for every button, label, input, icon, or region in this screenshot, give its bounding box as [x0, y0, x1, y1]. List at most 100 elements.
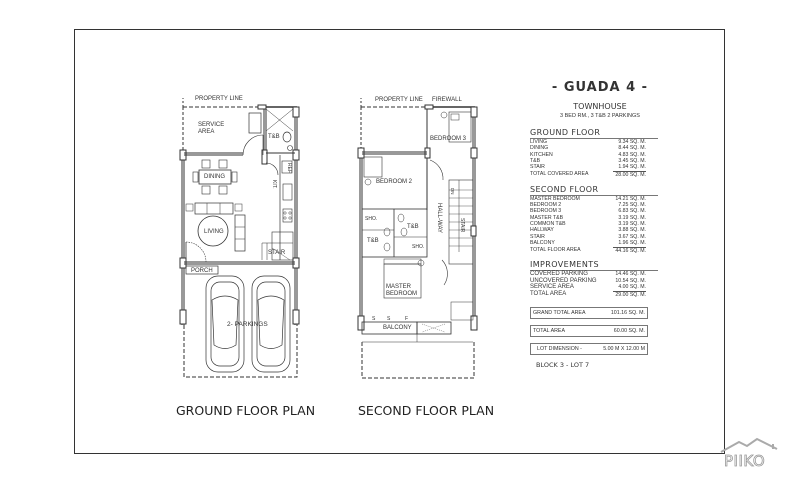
- second-floor-heading: SECOND FLOOR: [530, 185, 658, 196]
- row-name: TOTAL FLOOR AREA: [530, 247, 581, 254]
- row-value: 9.34 SQ. M.: [618, 139, 646, 145]
- row-name: COVERED PARKING: [530, 271, 588, 278]
- row-name: TOTAL AREA: [533, 327, 565, 334]
- row-name: LIVING: [530, 139, 548, 145]
- sf-shower2-label: SHO.: [412, 244, 425, 250]
- second-floor-total-row: TOTAL FLOOR AREA 44.16 SQ. M.: [530, 247, 646, 254]
- row-value: 101.16 SQ. M.: [610, 309, 645, 316]
- schedule-row: COVERED PARKING 14.46 SQ. M.: [530, 271, 646, 277]
- row-value: 1.94 SQ. M.: [618, 164, 646, 171]
- row-value: 14.21 SQ. M.: [615, 195, 646, 202]
- sf-s2-label: S: [387, 316, 391, 322]
- row-value: 5.00 M X 12.00 M: [603, 345, 645, 352]
- sf-s1-label: S: [372, 316, 376, 322]
- row-name: SERVICE AREA: [530, 284, 574, 291]
- model-title: - GUADA 4 -: [551, 80, 649, 95]
- row-value: 28.00 SQ. M.: [613, 171, 646, 179]
- gf-tb-label: T&B: [268, 134, 280, 140]
- model-subtitle: TOWNHOUSE: [573, 102, 627, 111]
- improvements-rows: COVERED PARKING 14.46 SQ. M. UNCOVERED PA…: [530, 271, 676, 298]
- row-name: TOTAL COVERED AREA: [530, 171, 589, 178]
- schedule-row: STAIR 3.67 SQ. M.: [530, 234, 646, 240]
- row-value: 14.46 SQ. M.: [615, 271, 646, 278]
- schedule-row: MASTER T&B 3.19 SQ. M.: [530, 215, 646, 221]
- sf-master-label-2: BEDROOM: [386, 291, 418, 297]
- sf-down-label: DN: [450, 188, 455, 195]
- row-name: STAIR: [530, 164, 545, 171]
- row-name: DINING: [530, 145, 549, 152]
- sf-property-line-label: PROPERTY LINE: [375, 97, 423, 103]
- gf-ref-label: REF: [286, 163, 292, 173]
- row-name: STAIR: [530, 233, 545, 240]
- gf-dining-label: DINING: [204, 174, 225, 180]
- sf-f-label: F: [405, 316, 409, 322]
- sf-stair-label: STAIR: [459, 218, 465, 233]
- row-value: 4.83 SQ. M.: [618, 151, 646, 158]
- sf-tb2-label: T&B: [367, 238, 379, 244]
- schedule-row: BALCONY 1.96 SQ. M.: [530, 240, 646, 246]
- improvements-heading: IMPROVEMENTS: [530, 260, 658, 272]
- gf-kitchen-label: KIT.: [271, 180, 277, 189]
- gf-property-line-label: PROPERTY LINE: [195, 96, 243, 102]
- sf-master-label-1: MASTER: [386, 284, 412, 290]
- row-name: BEDROOM 2: [530, 202, 562, 209]
- schedule-row: STAIR 1.94 SQ. M.: [530, 164, 646, 170]
- ground-floor-rows: LIVING 9.34 SQ. M. DINING 8.44 SQ. M. KITC…: [530, 139, 676, 179]
- watermark-logo: PIIKO: [724, 452, 766, 471]
- model-description: 3 BED RM., 3 T&B 2 PARKINGS: [560, 113, 640, 119]
- row-value: 3.67 SQ. M.: [618, 233, 646, 240]
- row-value: 1.96 SQ. M.: [618, 239, 646, 246]
- row-value: 60.00 SQ. M.: [613, 327, 645, 334]
- lot-dimension-box: LOT DIMENSION - 5.00 M X 12.00 M: [530, 342, 648, 355]
- ground-floor-heading: GROUND FLOOR: [530, 128, 658, 139]
- sf-tb1-label: T&B: [407, 224, 419, 230]
- schedule-row: KITCHEN 4.83 SQ. M.: [530, 152, 646, 158]
- gf-service-area-label-2: AREA: [198, 129, 215, 135]
- schedule-row: LIVING 9.34 SQ. M.: [530, 139, 646, 145]
- row-value: 3.88 SQ. M.: [618, 227, 646, 234]
- row-value: 44.16 SQ. M.: [613, 247, 646, 255]
- row-name: KITCHEN: [530, 151, 553, 158]
- row-name: T&B: [530, 157, 541, 164]
- row-name: MASTER T&B: [530, 214, 564, 221]
- row-name: TOTAL AREA: [530, 291, 567, 298]
- schedule-row: SERVICE AREA 4.00 SQ. M.: [530, 284, 646, 290]
- drawing-sheet-border: [74, 29, 725, 454]
- row-value: 3.19 SQ. M.: [618, 214, 646, 221]
- area-schedule: - GUADA 4 - TOWNHOUSE 3 BED RM., 3 T&B 2…: [530, 80, 676, 369]
- ground-floor-total-row: TOTAL COVERED AREA 28.00 SQ. M.: [530, 171, 646, 178]
- total-area-box: TOTAL AREA 60.00 SQ. M.: [530, 324, 648, 337]
- row-name: BEDROOM 3: [530, 208, 562, 215]
- schedule-row: DINING 8.44 SQ. M.: [530, 145, 646, 151]
- house-roof-icon: [720, 437, 778, 453]
- gf-parkings-label: 2- PARKINGS: [227, 321, 268, 328]
- row-name: HALLWAY: [530, 227, 554, 234]
- schedule-row: BEDROOM 2 7.25 SQ. M.: [530, 202, 646, 208]
- row-name: LOT DIMENSION -: [537, 345, 582, 352]
- gf-stair-label: STAIR: [268, 250, 286, 256]
- row-name: BALCONY: [530, 239, 555, 246]
- schedule-row: HALLWAY 3.88 SQ. M.: [530, 227, 646, 233]
- ground-floor-plan-title: GROUND FLOOR PLAN: [176, 403, 316, 418]
- row-value: 7.25 SQ. M.: [618, 202, 646, 209]
- row-value: 3.19 SQ. M.: [618, 220, 646, 227]
- row-value: 4.00 SQ. M.: [618, 284, 646, 291]
- sf-hallway-label: HALL-WAY: [436, 203, 442, 234]
- sf-shower1-label: SHO.: [365, 216, 378, 222]
- row-value: 8.44 SQ. M.: [618, 145, 646, 152]
- row-name: UNCOVERED PARKING: [530, 277, 597, 284]
- gf-living-label: LIVING: [204, 229, 224, 235]
- block-lot-label: BLOCK 3 - LOT 7: [536, 360, 590, 369]
- sf-bedroom2-label: BEDROOM 2: [376, 179, 413, 185]
- gf-service-area-label-1: SERVICE: [198, 122, 225, 128]
- sf-bedroom3-label: BEDROOM 3: [430, 136, 467, 142]
